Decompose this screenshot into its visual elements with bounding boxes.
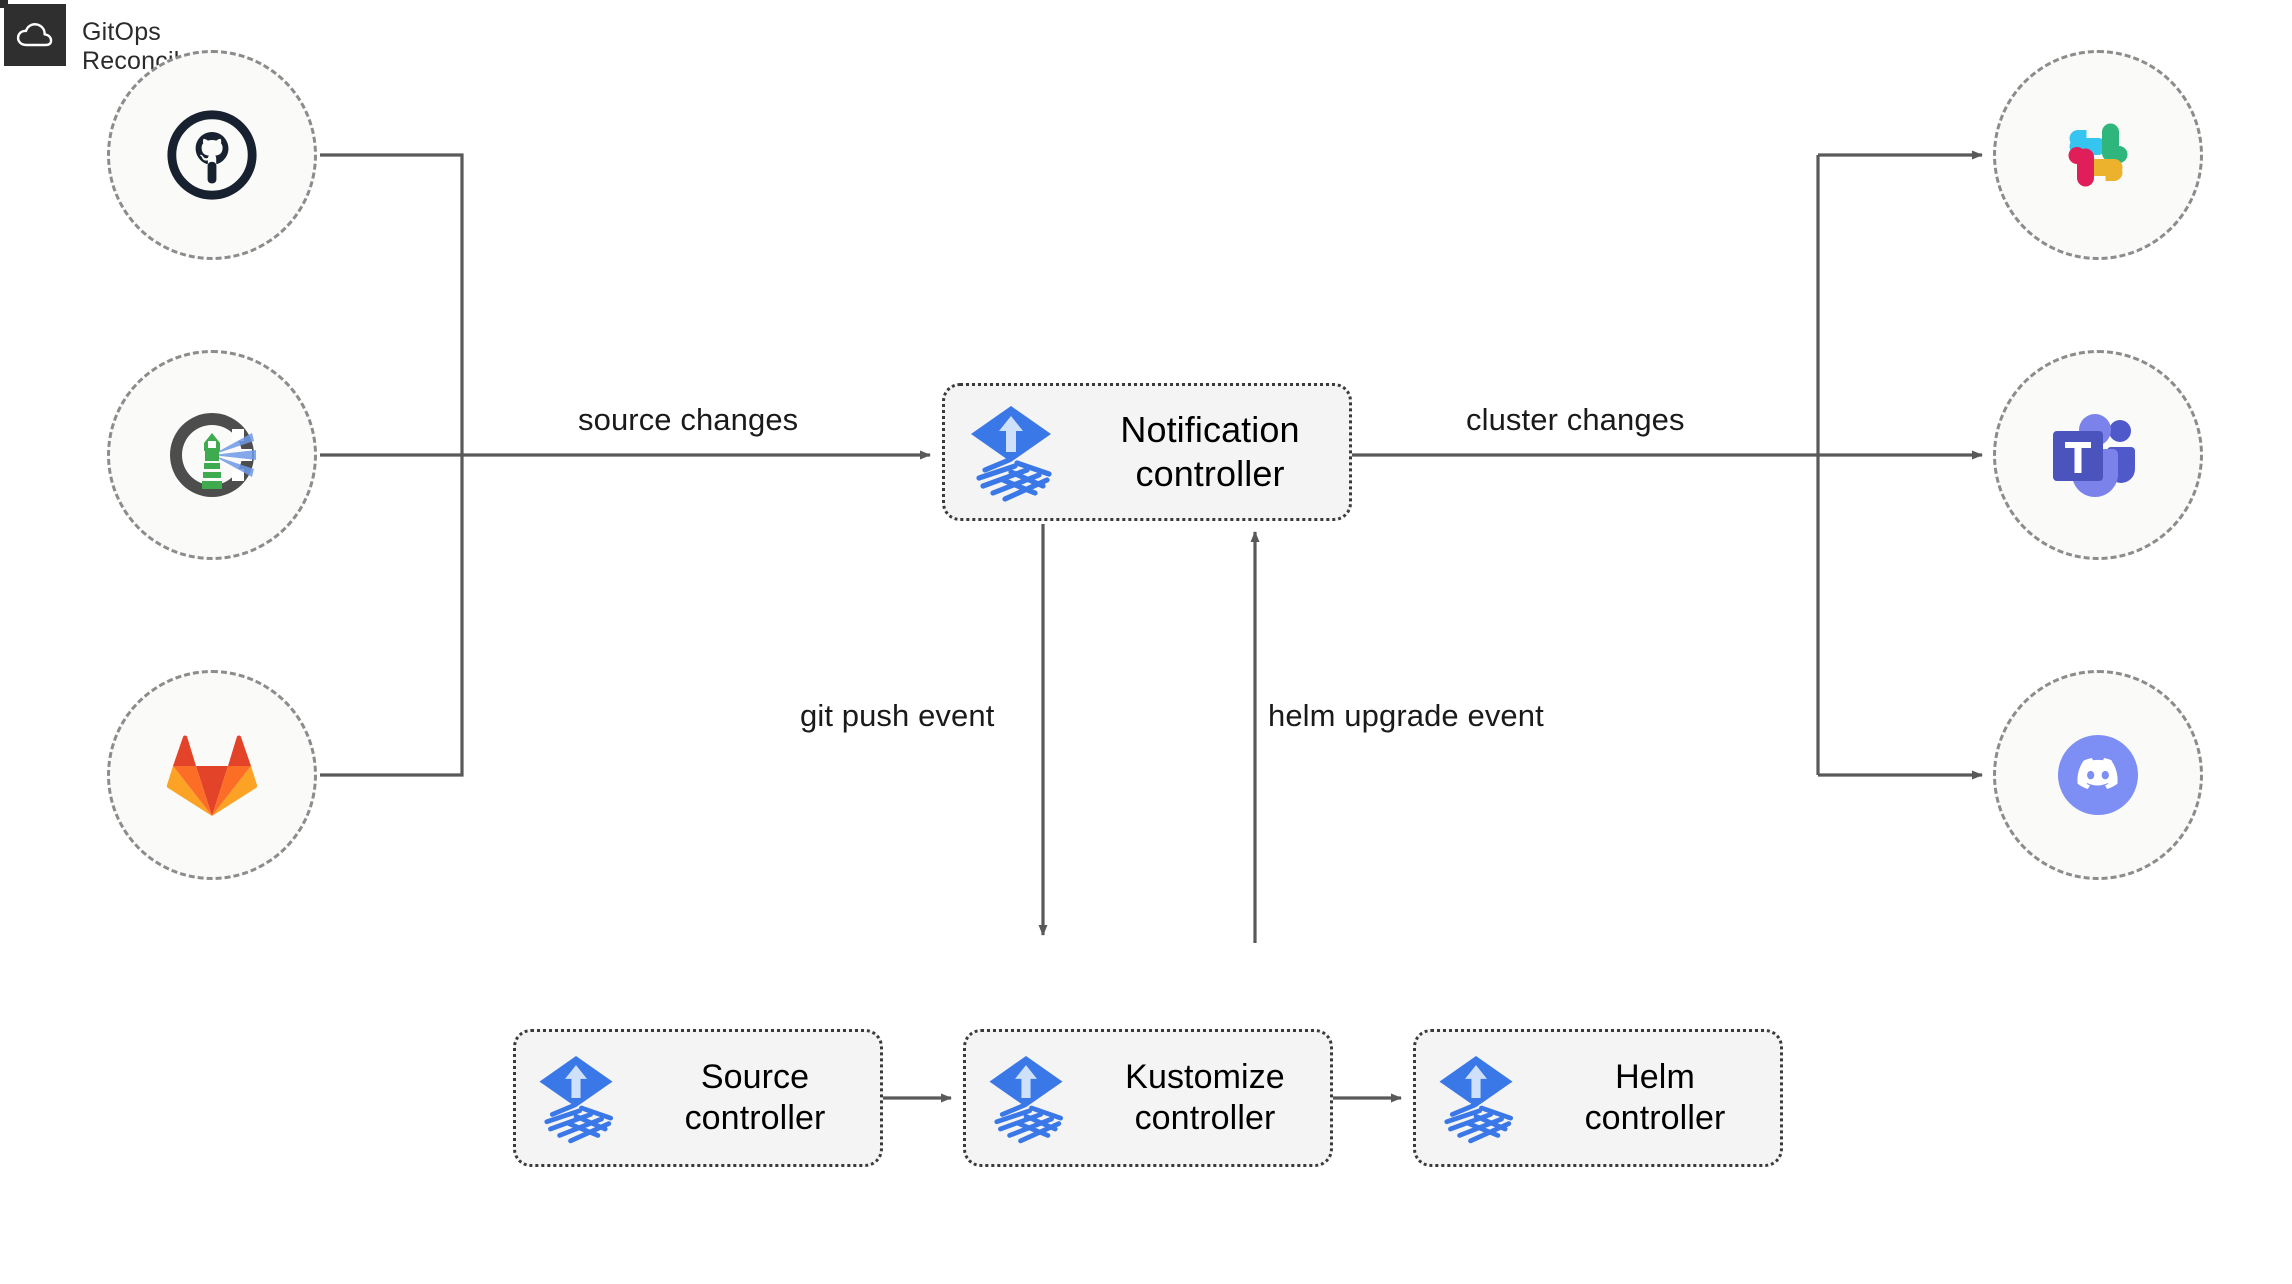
target-node-slack[interactable] bbox=[1993, 50, 2203, 260]
helm-controller-label: Helm controller bbox=[1584, 1057, 1726, 1137]
edge-label-helm-upgrade-event: helm upgrade event bbox=[1268, 698, 1544, 733]
slack-icon bbox=[2068, 123, 2128, 187]
flux-logo-icon bbox=[516, 1050, 636, 1146]
helm-controller-box[interactable]: Helm controller bbox=[1413, 1029, 1783, 1167]
source-controller-box[interactable]: Source controller bbox=[513, 1029, 883, 1167]
discord-icon bbox=[2058, 735, 2138, 815]
github-icon bbox=[167, 110, 257, 200]
source-node-flux[interactable] bbox=[107, 350, 317, 560]
microsoft-teams-icon bbox=[2053, 414, 2135, 497]
source-controller-label: Source controller bbox=[684, 1057, 826, 1137]
gitlab-icon bbox=[166, 735, 258, 816]
wire-github-to-bus bbox=[320, 153, 464, 455]
edge-label-source-changes: source changes bbox=[578, 402, 799, 437]
edge-label-cluster-changes: cluster changes bbox=[1466, 402, 1685, 437]
notification-controller-box[interactable]: Notification controller bbox=[942, 383, 1352, 521]
wire-gitlab-to-bus bbox=[320, 455, 464, 777]
source-node-gitlab[interactable] bbox=[107, 670, 317, 880]
flux-logo-icon bbox=[1416, 1050, 1536, 1146]
notification-controller-label: Notification controller bbox=[1120, 409, 1300, 494]
flux-logo-icon bbox=[966, 1050, 1086, 1146]
flux-lighthouse-icon bbox=[170, 413, 256, 497]
source-node-github[interactable] bbox=[107, 50, 317, 260]
kustomize-controller-label: Kustomize controller bbox=[1125, 1057, 1285, 1137]
flux-logo-icon bbox=[945, 400, 1077, 504]
cloud-icon bbox=[4, 4, 66, 66]
gitops-reconcilers-container: GitOps Reconcilers bbox=[0, 0, 215, 75]
target-node-teams[interactable] bbox=[1993, 350, 2203, 560]
kustomize-controller-box[interactable]: Kustomize controller bbox=[963, 1029, 1333, 1167]
target-node-discord[interactable] bbox=[1993, 670, 2203, 880]
edge-label-git-push-event: git push event bbox=[800, 698, 995, 733]
